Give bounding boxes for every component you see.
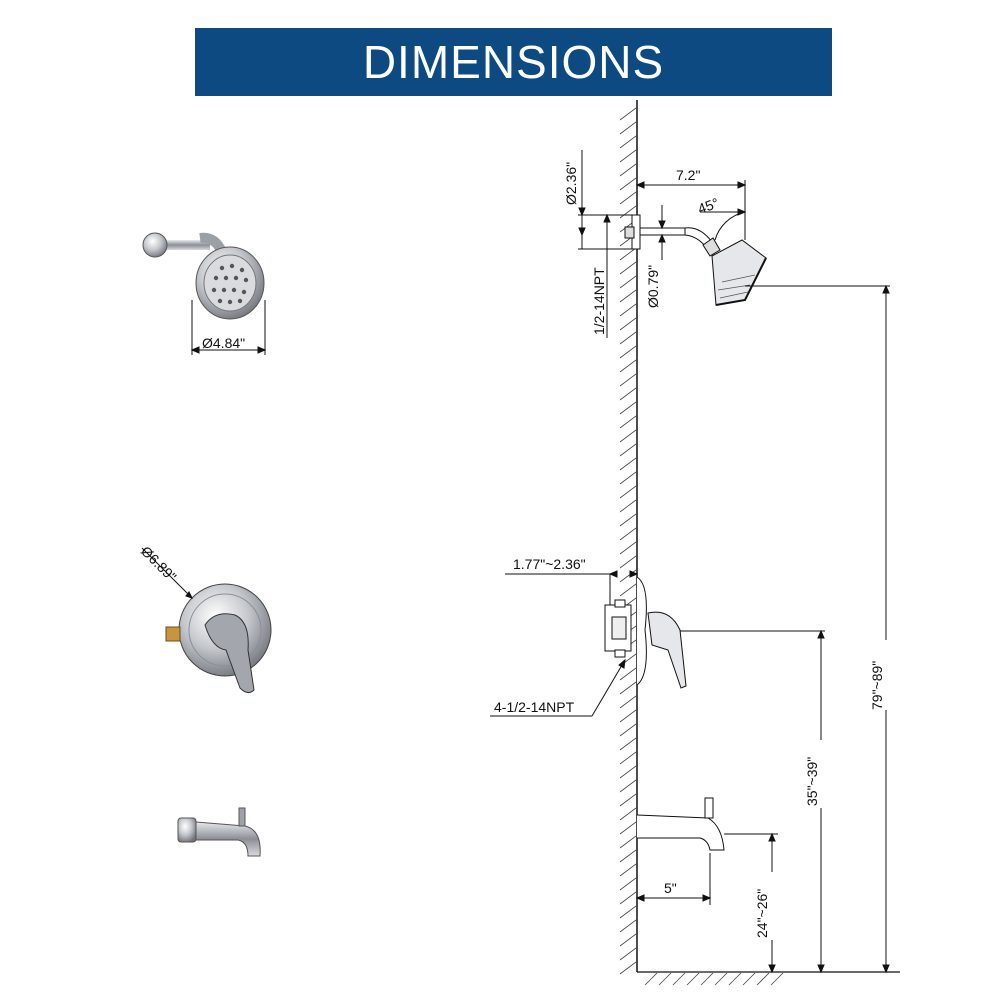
valve-depth-dimension — [505, 570, 639, 605]
head-height-label: 79"~89" — [869, 661, 885, 710]
arm-reach-label: 7.2" — [676, 167, 700, 183]
trim-diameter-label: Ø6.89" — [138, 543, 180, 585]
tub-spout-icon — [177, 807, 261, 857]
angle-dimension — [700, 208, 747, 241]
valve-trim-icon — [165, 583, 272, 694]
valve-thread-label: 4-1/2-14NPT — [494, 699, 575, 715]
flange-dia-label: Ø2.36" — [563, 162, 579, 205]
shower-head-icon — [142, 232, 265, 320]
spout-reach-label: 5" — [664, 880, 677, 896]
page-title: DIMENSIONS — [362, 36, 665, 88]
wall-hatching — [619, 107, 784, 986]
head-diameter-label: Ø4.84" — [202, 335, 245, 351]
spout-reach-dimension — [635, 853, 712, 905]
spout-drawing — [636, 797, 725, 851]
spout-height-label: 24"~26" — [754, 889, 770, 938]
arm-dia-dimension — [658, 205, 666, 260]
shower-arm-drawing — [624, 214, 767, 306]
valve-depth-label: 1.77"~2.36" — [513, 556, 586, 572]
valve-height-label: 35"~39" — [804, 757, 820, 806]
head-diameter-dimension — [190, 300, 267, 355]
arm-angle-label: 45° — [696, 195, 721, 217]
flange-dimension — [578, 150, 632, 338]
arm-reach-dimension — [635, 180, 747, 240]
valve-thread-leader — [490, 658, 626, 717]
title-banner: DIMENSIONS — [195, 28, 832, 96]
trim-diameter-dimension — [141, 547, 193, 599]
height-dimensions — [680, 284, 890, 974]
thread-top-label: 1/2-14NPT — [591, 267, 607, 335]
valve-drawing — [604, 576, 687, 689]
arm-dia-label: Ø0.79" — [645, 265, 661, 308]
